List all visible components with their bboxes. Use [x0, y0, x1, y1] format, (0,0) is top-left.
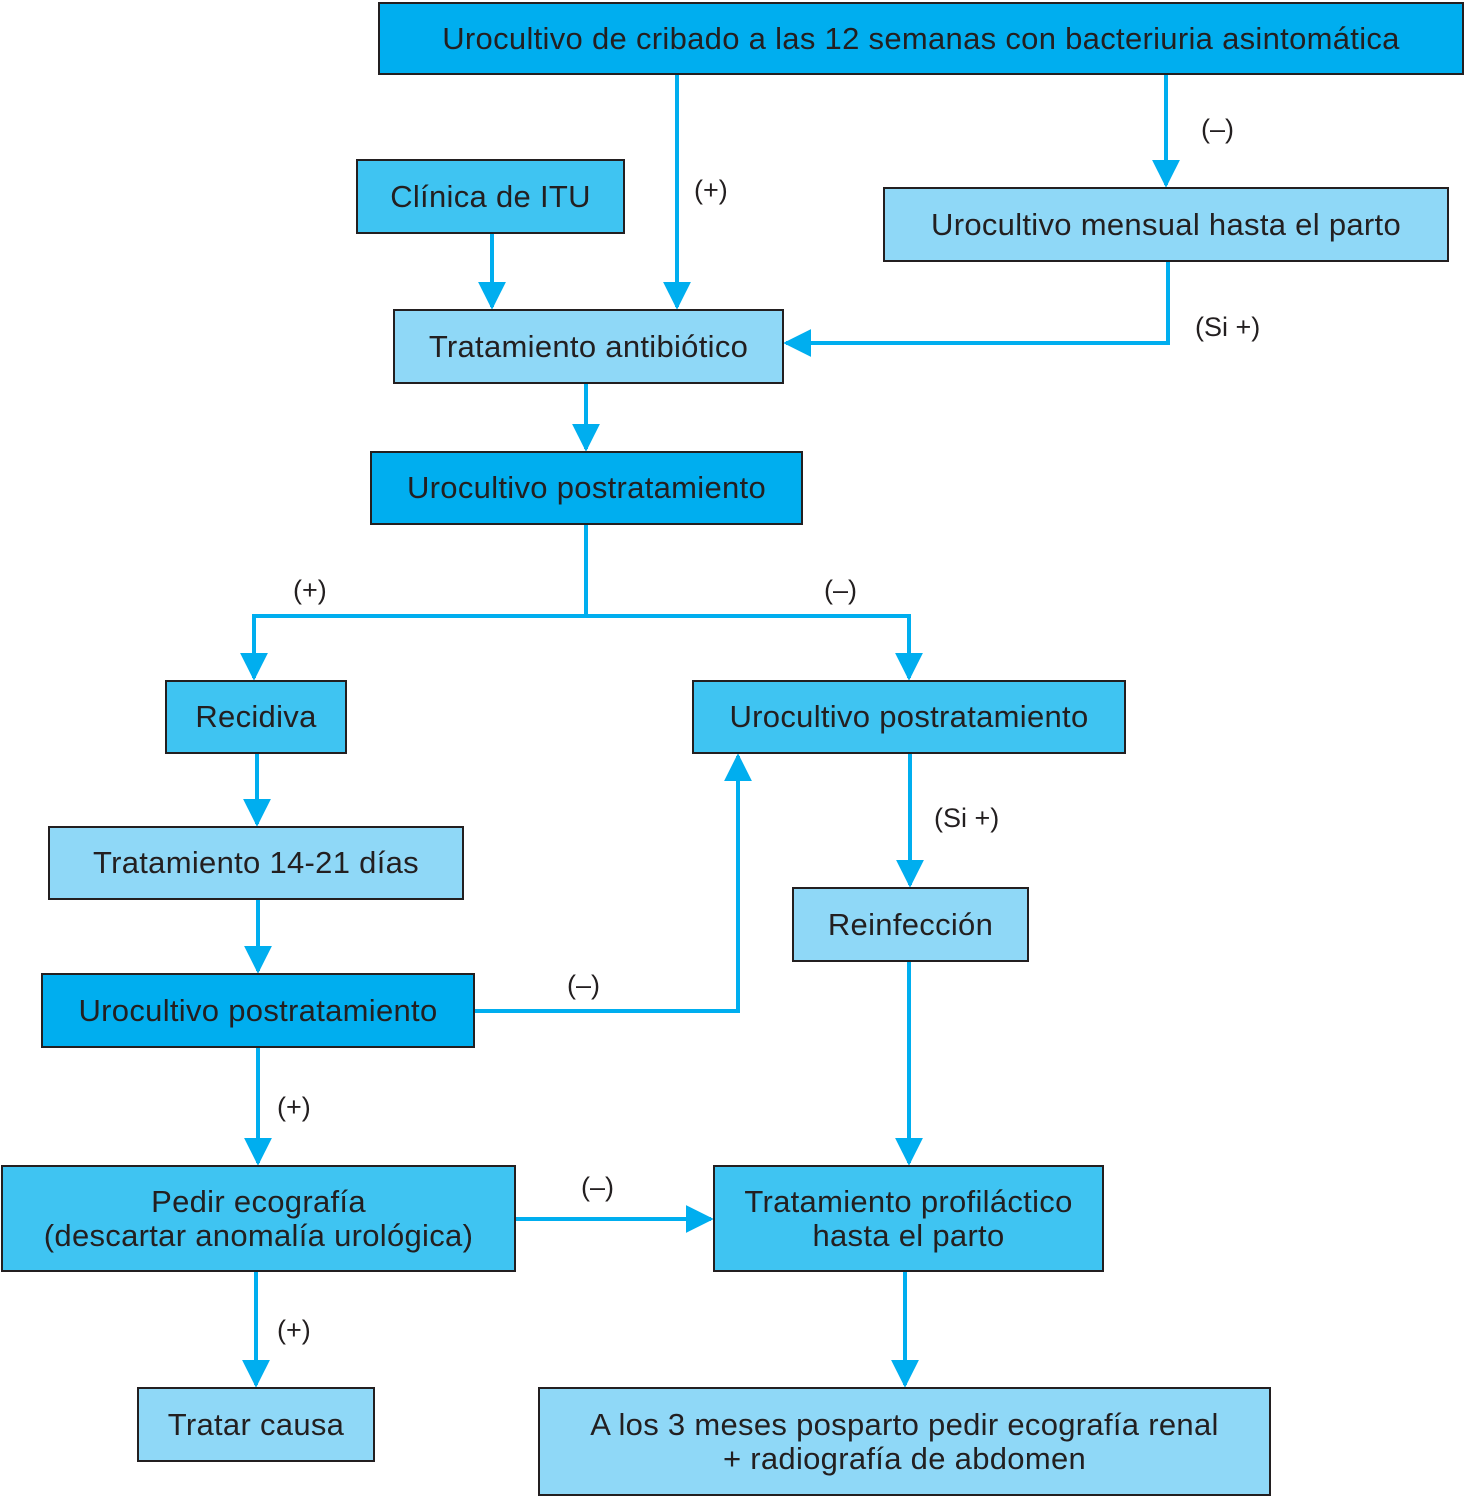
node-tratamiento-profilactico-line1: Tratamiento profiláctico [744, 1183, 1073, 1219]
node-urocultivo-cribado-text: Urocultivo de cribado a las 12 semanas c… [442, 20, 1400, 56]
node-urocultivo-cribado: Urocultivo de cribado a las 12 semanas c… [378, 2, 1464, 75]
node-tratar-causa: Tratar causa [137, 1387, 375, 1462]
node-urocultivo-postratamiento-1: Urocultivo postratamiento [370, 451, 803, 525]
node-urocultivo-postratamiento-2-text: Urocultivo postratamiento [729, 699, 1089, 734]
edge-label-postrat1-positivo: (+) [293, 575, 327, 605]
node-tratamiento-profilactico: Tratamiento profiláctico hasta el parto [713, 1165, 1104, 1272]
node-pedir-ecografia-line2: (descartar anomalía urológica) [43, 1217, 474, 1253]
edge-postrat1-to-postrat2 [586, 614, 923, 681]
node-tratar-causa-text: Tratar causa [167, 1406, 345, 1442]
node-recidiva: Recidiva [165, 680, 347, 754]
node-posparto-line1: A los 3 meses posparto pedir ecografía r… [590, 1406, 1219, 1442]
node-urocultivo-postratamiento-2: Urocultivo postratamiento [692, 680, 1126, 754]
node-posparto-line2: + radiografía de abdomen [722, 1440, 1087, 1476]
node-tratamiento-antibiotico-text: Tratamiento antibiótico [428, 328, 749, 364]
edge-label-mensual-si-positivo: (Si +) [1195, 312, 1261, 342]
node-tratamiento-profilactico-line2: hasta el parto [812, 1217, 1005, 1253]
edge-mensual-to-tratamiento [783, 262, 1170, 357]
node-urocultivo-postratamiento-3-text: Urocultivo postratamiento [78, 992, 438, 1028]
node-recidiva-text: Recidiva [195, 699, 317, 734]
node-pedir-ecografia: Pedir ecografía (descartar anomalía urol… [1, 1165, 516, 1272]
node-urocultivo-postratamiento-3: Urocultivo postratamiento [41, 973, 475, 1048]
node-tratamiento-antibiotico: Tratamiento antibiótico [393, 309, 784, 384]
node-urocultivo-postratamiento-1-text: Urocultivo postratamiento [407, 470, 766, 505]
node-reinfeccion-text: Reinfección [827, 906, 994, 942]
node-pedir-ecografia-line1: Pedir ecografía [151, 1183, 366, 1219]
edge-label-postrat1-negativo: (–) [824, 575, 857, 605]
node-tratamiento-14-21-text: Tratamiento 14-21 días [93, 845, 419, 880]
node-tratamiento-14-21: Tratamiento 14-21 días [48, 826, 464, 900]
edge-postrat1-to-recidiva [240, 614, 586, 681]
node-posparto: A los 3 meses posparto pedir ecografía r… [538, 1387, 1271, 1496]
node-urocultivo-mensual: Urocultivo mensual hasta el parto [883, 187, 1449, 262]
node-urocultivo-mensual-text: Urocultivo mensual hasta el parto [931, 206, 1401, 242]
edge-label-postrat3-negativo: (–) [567, 970, 600, 1000]
node-reinfeccion: Reinfección [792, 887, 1029, 962]
edge-postrat3-to-postrat2 [475, 753, 752, 1013]
edge-label-cribado-positivo: (+) [694, 175, 728, 205]
edge-label-cribado-negativo: (–) [1201, 114, 1234, 144]
node-clinica-itu-text: Clínica de ITU [390, 178, 591, 214]
node-clinica-itu: Clínica de ITU [356, 159, 625, 234]
edge-label-postrat2-si-positivo: (Si +) [934, 803, 1000, 833]
edge-label-ecografia-positivo: (+) [277, 1315, 311, 1345]
edge-label-ecografia-negativo: (–) [581, 1172, 614, 1202]
edge-label-postrat3-positivo: (+) [277, 1092, 311, 1122]
